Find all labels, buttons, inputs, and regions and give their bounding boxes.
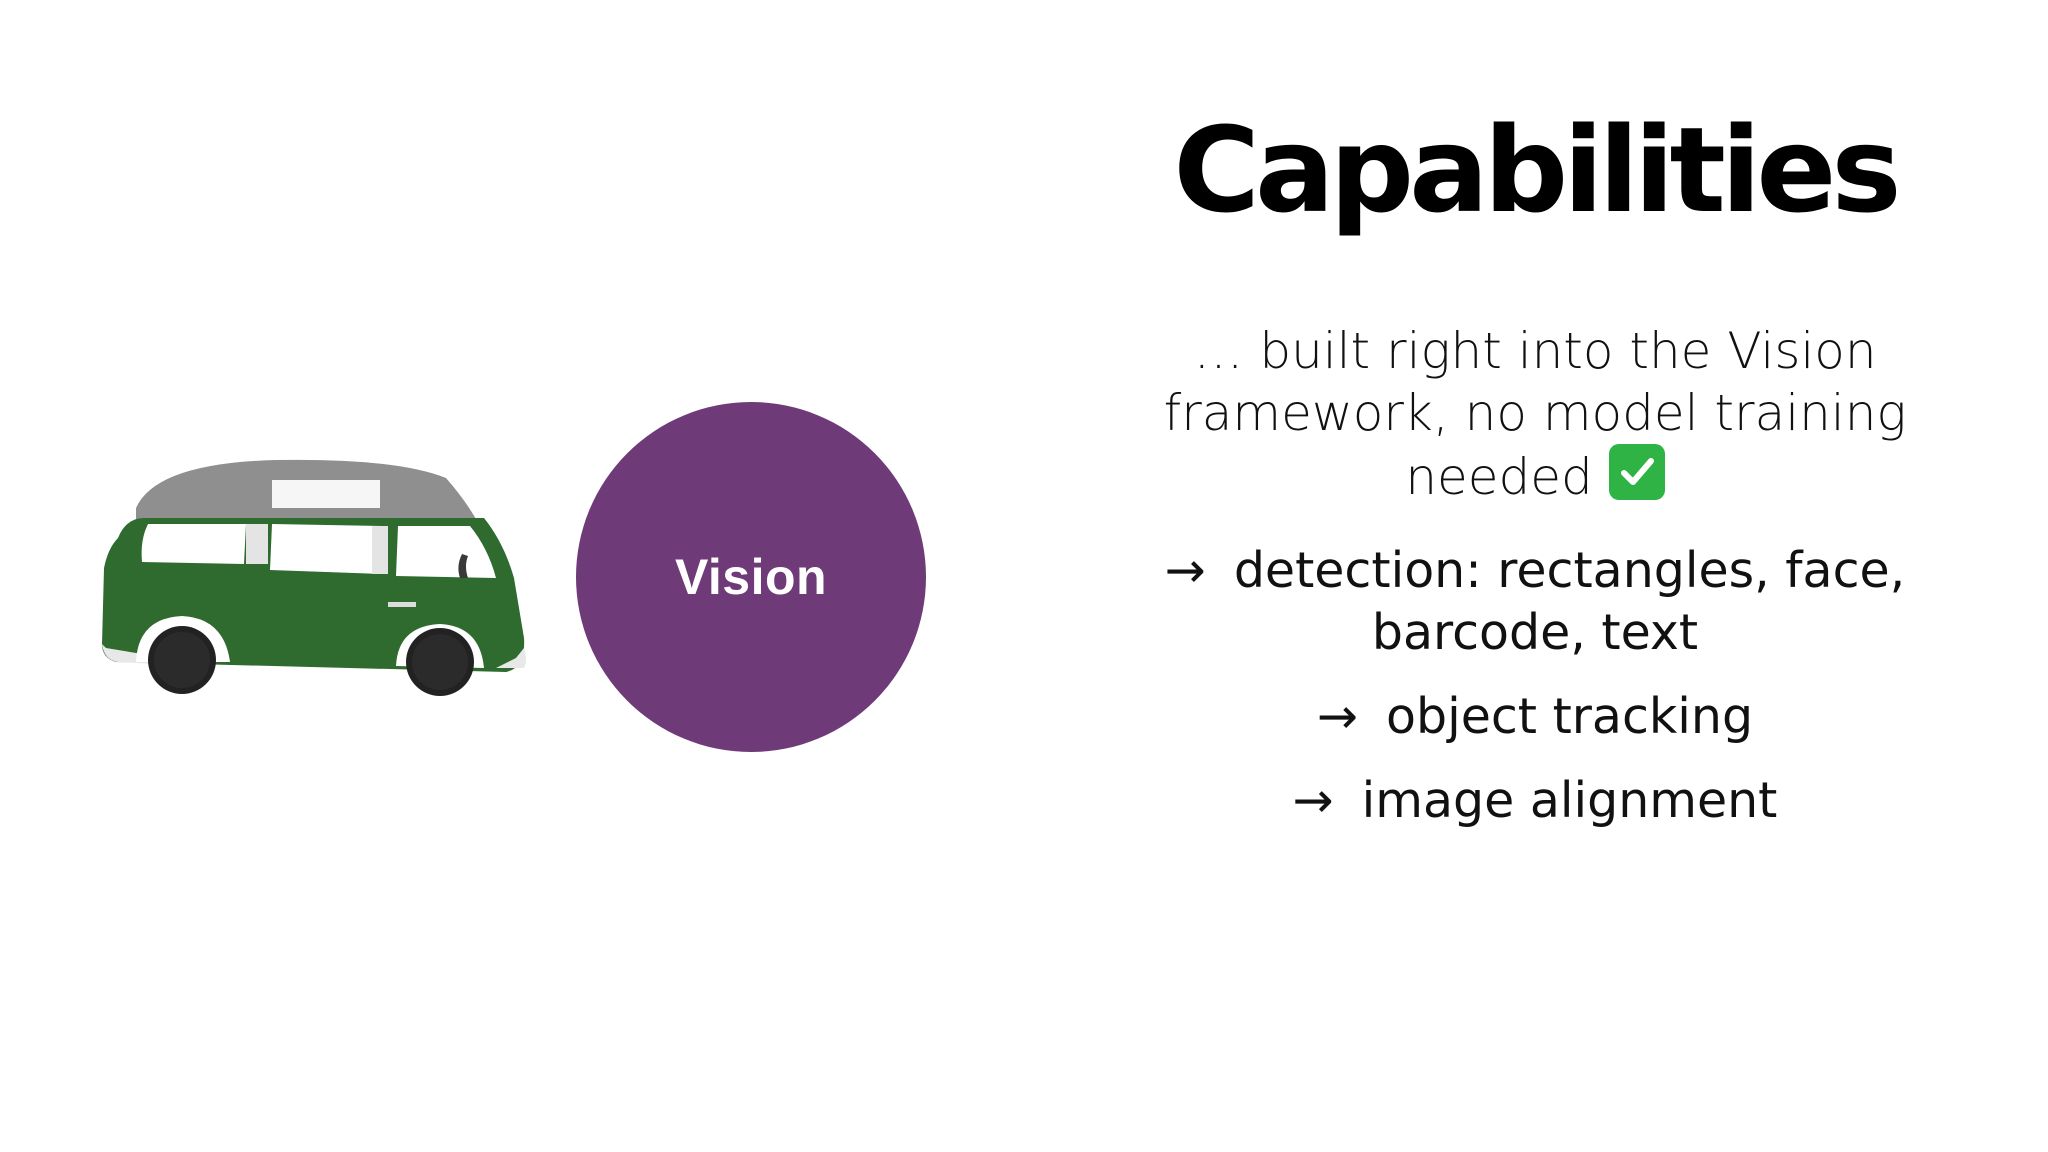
intro-line-1: … built right into the Vision xyxy=(1193,322,1877,380)
intro-line-2: framework, no model training xyxy=(1163,384,1907,442)
list-item: → object tracking xyxy=(1130,686,1940,748)
intro-text: … built right into the Vision framework,… xyxy=(1130,320,1940,508)
intro-line-3: needed xyxy=(1130,444,1940,508)
slide-title: Capabilities xyxy=(1173,101,1901,239)
check-mark-icon xyxy=(1608,444,1665,500)
arrow-right-icon: → xyxy=(1164,542,1206,599)
list-item-text: image alignment xyxy=(1361,772,1778,829)
list-item: → detection: rectangles, face, barcode, t… xyxy=(1130,540,1940,664)
intro-line-3-text: needed xyxy=(1405,448,1593,506)
list-item-text-continued: barcode, text xyxy=(1371,604,1699,661)
arrow-right-icon: → xyxy=(1292,772,1334,829)
list-item: → image alignment xyxy=(1130,770,1940,832)
list-item-text: detection: rectangles, face, xyxy=(1233,542,1906,599)
list-item-text: object tracking xyxy=(1386,688,1754,745)
vision-circle: Vision xyxy=(576,402,926,752)
arrow-right-icon: → xyxy=(1316,688,1358,745)
capabilities-list: → detection: rectangles, face, barcode, t… xyxy=(1130,540,1940,854)
van-icon xyxy=(102,459,526,696)
vision-label: Vision xyxy=(674,549,828,605)
